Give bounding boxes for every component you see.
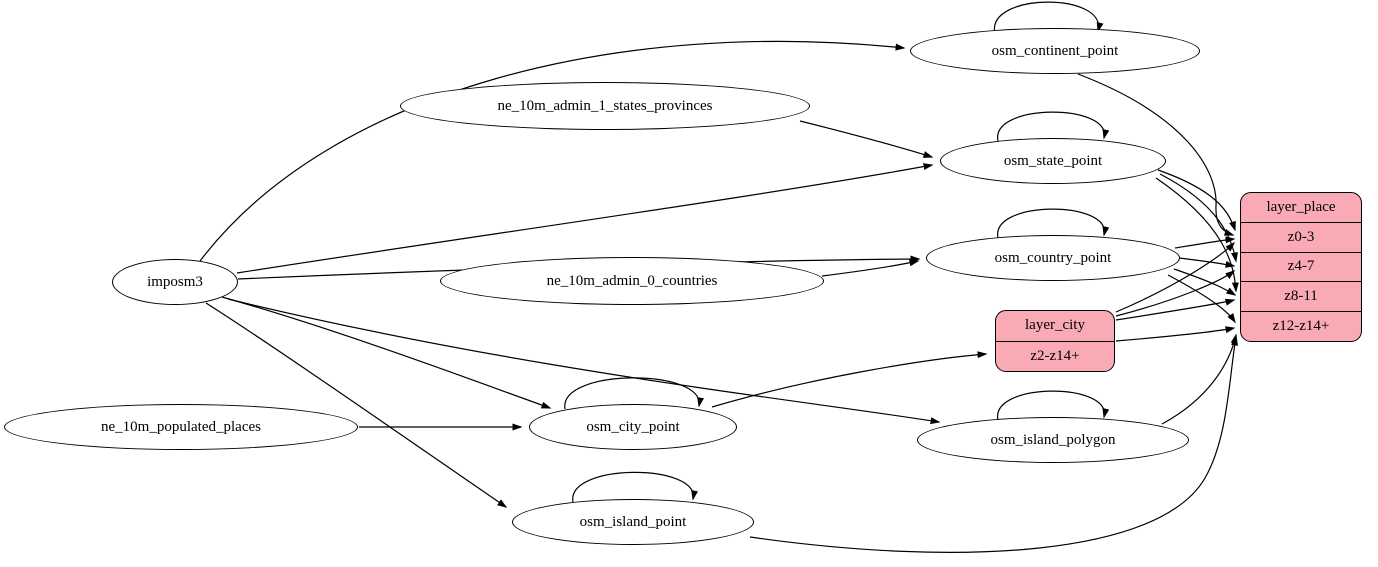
edge-osm-country-point-to-osm-country-point-self-loop [997, 208, 1110, 239]
edge-osm-city-point-to-osm-city-point-self-loop [564, 377, 704, 410]
record-layer-place: layer_place z0-3 z4-7 z8-11 z12-z14+ [1240, 192, 1362, 342]
edge-osm-state-point-to-layer-place-z4-7 [1159, 173, 1238, 263]
node-ne-10m-admin-1-states-provinces: ne_10m_admin_1_states_provinces [400, 82, 810, 130]
record-layer-city-title: layer_city [1025, 317, 1085, 334]
node-ne-10m-populated-places: ne_10m_populated_places [4, 404, 358, 450]
edge-osm-continent-point-to-osm-continent-point-self-loop [994, 1, 1104, 35]
node-imposm3: imposm3 [112, 259, 238, 305]
node-osm-continent-point: osm_continent_point [910, 28, 1200, 74]
node-osm-city-point-label: osm_city_point [586, 418, 680, 435]
edges-group [199, 1, 1239, 553]
node-osm-country-point-label: osm_country_point [994, 249, 1112, 266]
edge-layer-city-to-layer-place-z12-z14- [1115, 326, 1236, 342]
edge-ne-10m-admin-1-states-provinces-to-osm-state-point [799, 120, 934, 158]
edge-imposm3-to-osm-island-point [205, 302, 508, 508]
edge-layer-city-to-layer-place-z0-3 [1115, 241, 1236, 313]
edge-osm-continent-point-to-layer-place-z0-3 [1077, 73, 1235, 236]
record-layer-place-title: layer_place [1266, 198, 1336, 215]
edge-imposm3-to-osm-city-point [221, 296, 552, 409]
edge-osm-city-point-to-layer-city-z2-z14- [711, 351, 988, 408]
node-ne-10m-admin-0-countries: ne_10m_admin_0_countries [440, 257, 824, 305]
node-osm-state-point-label: osm_state_point [1003, 152, 1103, 169]
edge-osm-state-point-to-layer-place-z8-11 [1155, 177, 1239, 293]
edge-imposm3-to-osm-continent-point [199, 40, 906, 262]
node-osm-island-polygon: osm_island_polygon [917, 417, 1189, 463]
node-osm-state-point: osm_state_point [940, 138, 1166, 184]
edge-osm-island-polygon-to-osm-island-polygon-self-loop [997, 390, 1110, 421]
edge-layer-city-to-layer-place-z8-11 [1115, 298, 1236, 321]
edge-osm-state-point-to-layer-place-z0-3 [1157, 169, 1236, 232]
edge-osm-country-point-to-layer-place-z12-z14- [1167, 274, 1236, 324]
edge-imposm3-to-osm-state-point [236, 163, 934, 274]
node-osm-island-point-label: osm_island_point [579, 513, 687, 530]
node-ne-10m-admin-0-countries-label: ne_10m_admin_0_countries [546, 272, 718, 289]
node-osm-city-point: osm_city_point [529, 404, 737, 450]
record-layer-city: layer_city z2-z14+ [995, 310, 1115, 372]
node-osm-island-point: osm_island_point [512, 499, 754, 545]
edge-osm-island-point-to-osm-island-point-self-loop [572, 471, 699, 503]
edge-osm-country-point-to-layer-place-z0-3 [1174, 236, 1236, 249]
edge-ne-10m-admin-0-countries-to-osm-country-point [821, 259, 920, 277]
node-osm-country-point: osm_country_point [926, 235, 1180, 281]
edge-osm-country-point-to-layer-place-z4-7 [1178, 257, 1236, 268]
node-ne-10m-admin-1-states-provinces-label: ne_10m_admin_1_states_provinces [497, 97, 713, 114]
edge-osm-island-point-to-layer-place-z12-z14- [749, 335, 1239, 553]
node-osm-island-polygon-label: osm_island_polygon [990, 431, 1116, 448]
edge-layer-city-to-layer-place-z4-7 [1115, 270, 1236, 317]
edge-osm-island-polygon-to-layer-place-z12-z14- [1161, 333, 1238, 425]
record-layer-place-row-z12-z14: z12-z14+ [1241, 311, 1361, 341]
record-layer-place-row-z8-11: z8-11 [1241, 281, 1361, 311]
record-layer-place-row-z4-7: z4-7 [1241, 251, 1361, 282]
edge-osm-state-point-to-osm-state-point-self-loop [997, 111, 1110, 142]
edge-osm-country-point-to-layer-place-z8-11 [1173, 268, 1237, 296]
edge-imposm3-to-osm-island-polygon [227, 298, 941, 425]
node-imposm3-label: imposm3 [147, 273, 203, 290]
node-ne-10m-populated-places-label: ne_10m_populated_places [101, 418, 261, 435]
record-layer-city-row-z2-z14: z2-z14+ [996, 340, 1114, 372]
record-layer-place-row-z0-3: z0-3 [1241, 221, 1361, 252]
node-osm-continent-point-label: osm_continent_point [991, 42, 1119, 59]
